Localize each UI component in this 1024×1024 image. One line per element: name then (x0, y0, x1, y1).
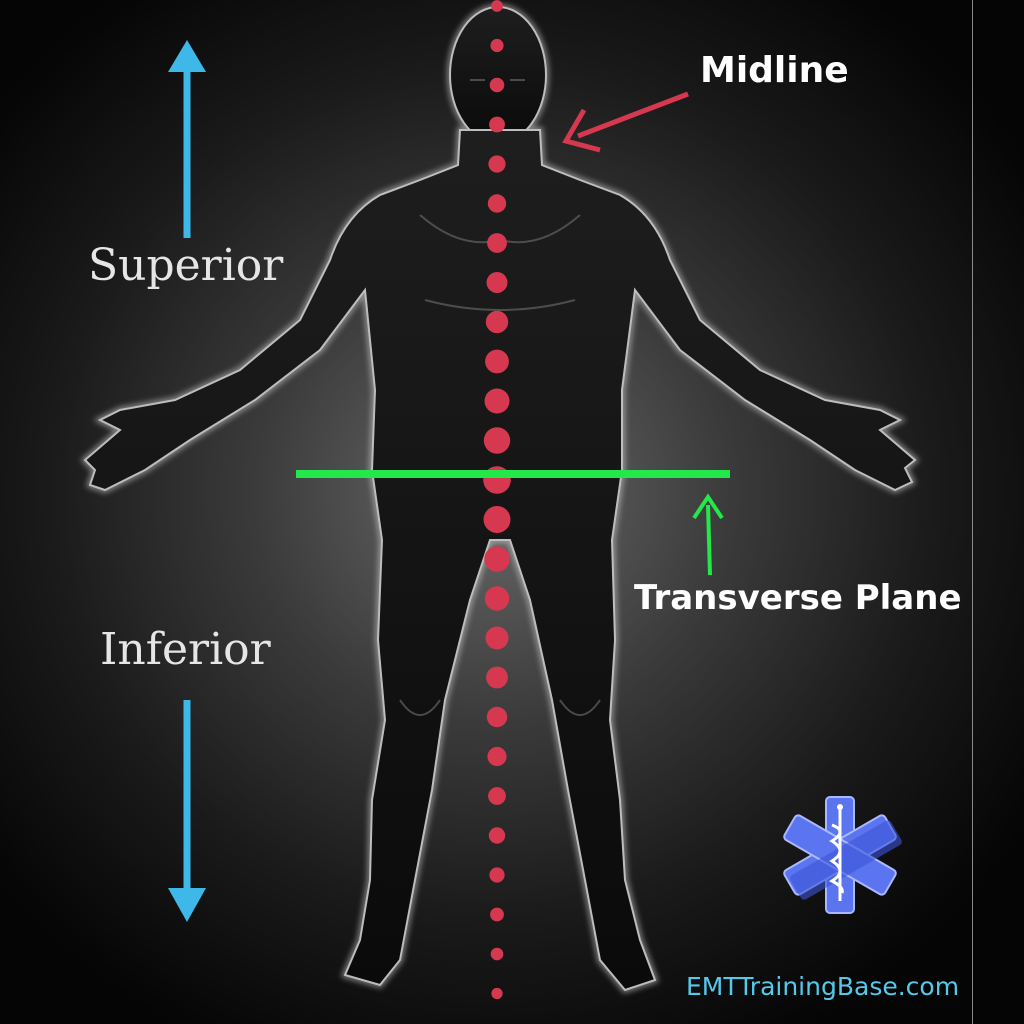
midline-dot (489, 116, 505, 133)
midline-dot (490, 38, 504, 53)
midline-dot (489, 867, 505, 883)
inferior-label: Inferior (100, 624, 271, 675)
midline-pointer-arrow (562, 91, 689, 153)
midline-dot (484, 546, 510, 572)
midline-dot (490, 907, 504, 922)
transverse-pointer-arrow (692, 493, 724, 576)
midline-dot (490, 947, 504, 961)
midline-dot (491, 987, 503, 1000)
midline-dot (485, 626, 509, 650)
superior-label: Superior (88, 240, 284, 291)
superior-arrow (168, 40, 206, 238)
border-line (972, 0, 973, 1024)
midline-dot (486, 666, 508, 689)
midline-dotted-line (483, 0, 511, 1000)
star-of-life-icon (783, 796, 902, 914)
midline-dot (487, 233, 507, 253)
midline-dot (485, 349, 509, 374)
midline-dot (483, 427, 511, 454)
midline-dot (489, 77, 505, 93)
midline-dot (487, 194, 507, 213)
inferior-arrow (168, 700, 206, 922)
midline-dot (488, 827, 506, 844)
site-watermark[interactable]: EMTTrainingBase.com (686, 972, 960, 1001)
midline-dot (484, 388, 510, 414)
midline-dot (484, 586, 510, 611)
midline-dot (486, 706, 508, 728)
midline-dot (485, 310, 509, 334)
midline-label: Midline (700, 50, 849, 91)
midline-dot (483, 506, 511, 533)
transverse-plane-label: Transverse Plane (634, 578, 962, 618)
midline-dot (488, 787, 506, 805)
midline-dot (486, 272, 508, 293)
midline-dot (487, 746, 507, 767)
midline-dot (488, 155, 506, 173)
midline-dot (491, 0, 503, 12)
